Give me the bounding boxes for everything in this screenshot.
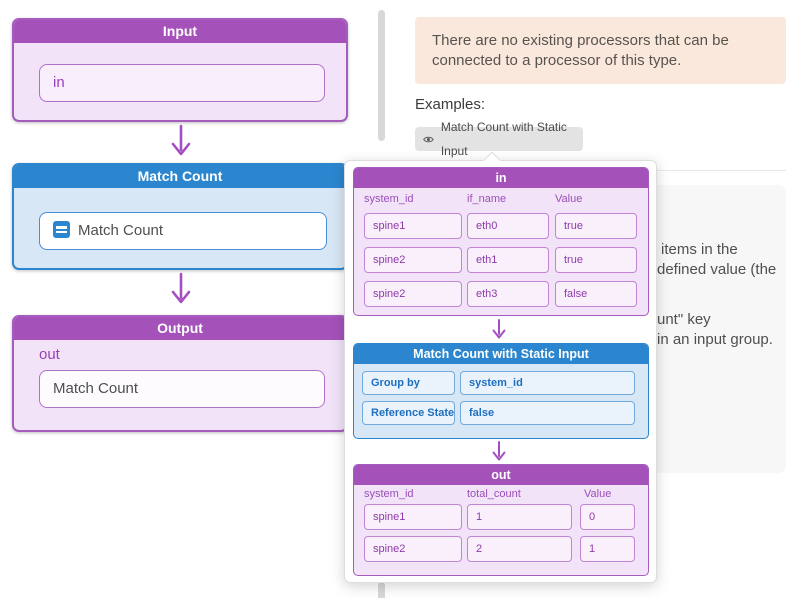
down-arrow-icon [171,272,191,304]
property-value: system_id [460,371,635,395]
description-fragment: items in the [661,241,738,258]
column-header: Value [584,488,612,500]
match-count-node-field-label: Match Count [78,222,164,239]
column-header: total_count [467,488,521,500]
column-header: system_id [364,488,414,500]
table-cell: spine2 [364,536,462,562]
down-arrow-icon [171,124,191,156]
description-fragment: in an input group. [657,331,773,348]
down-arrow-icon [492,319,506,339]
pane-scrollbar[interactable] [378,10,385,141]
example-processor-table: Match Count with Static Input Group by s… [353,343,649,439]
match-count-node-title: Match Count [14,165,346,188]
down-arrow-icon [492,441,506,461]
output-node-field[interactable]: Match Count [39,370,325,408]
pane-scrollbar-bottom[interactable] [378,582,385,598]
match-count-node: Match Count Match Count [12,163,348,270]
table-cell: eth3 [467,281,549,307]
example-input-table-title: in [354,168,648,188]
table-cell: true [555,247,637,273]
example-popover: in system_id if_name Value spine1 eth0 t… [344,151,657,583]
table-cell: 1 [467,504,572,530]
table-cell: 1 [580,536,635,562]
description-fragment: unt" key [657,311,711,328]
input-node-field[interactable]: in [39,64,325,102]
table-cell: true [555,213,637,239]
input-node-title: Input [14,20,346,43]
examples-heading: Examples: [415,96,486,113]
table-cell: 2 [467,536,572,562]
example-input-table: in system_id if_name Value spine1 eth0 t… [353,167,649,316]
no-processors-notice: There are no existing processors that ca… [415,17,786,84]
description-fragment: defined value (the [657,261,777,278]
column-header: Value [555,193,583,205]
table-cell: spine2 [364,281,462,307]
table-cell: spine2 [364,247,462,273]
example-processor-table-title: Match Count with Static Input [354,344,648,364]
example-output-table: out system_id total_count Value spine1 1… [353,464,649,576]
table-cell: eth0 [467,213,549,239]
example-toggle-label: Match Count with Static Input [440,120,567,158]
table-cell: 0 [580,504,635,530]
eye-icon [423,136,434,142]
table-cell: false [555,281,637,307]
output-node-label: out [39,346,60,363]
table-cell: spine1 [364,213,462,239]
table-cell: spine1 [364,504,462,530]
property-key: Reference State [362,401,455,425]
match-count-node-field[interactable]: Match Count [39,212,327,250]
example-toggle-button[interactable]: Match Count with Static Input [415,120,583,158]
column-header: system_id [364,193,414,205]
output-node-title: Output [14,317,346,340]
output-node: Output out Match Count [12,315,348,432]
example-output-table-title: out [354,465,648,485]
property-key: Group by [362,371,455,395]
equals-icon [53,221,70,239]
table-cell: eth1 [467,247,549,273]
column-header: if_name [467,193,507,205]
input-node: Input in [12,18,348,122]
property-value: false [460,401,635,425]
